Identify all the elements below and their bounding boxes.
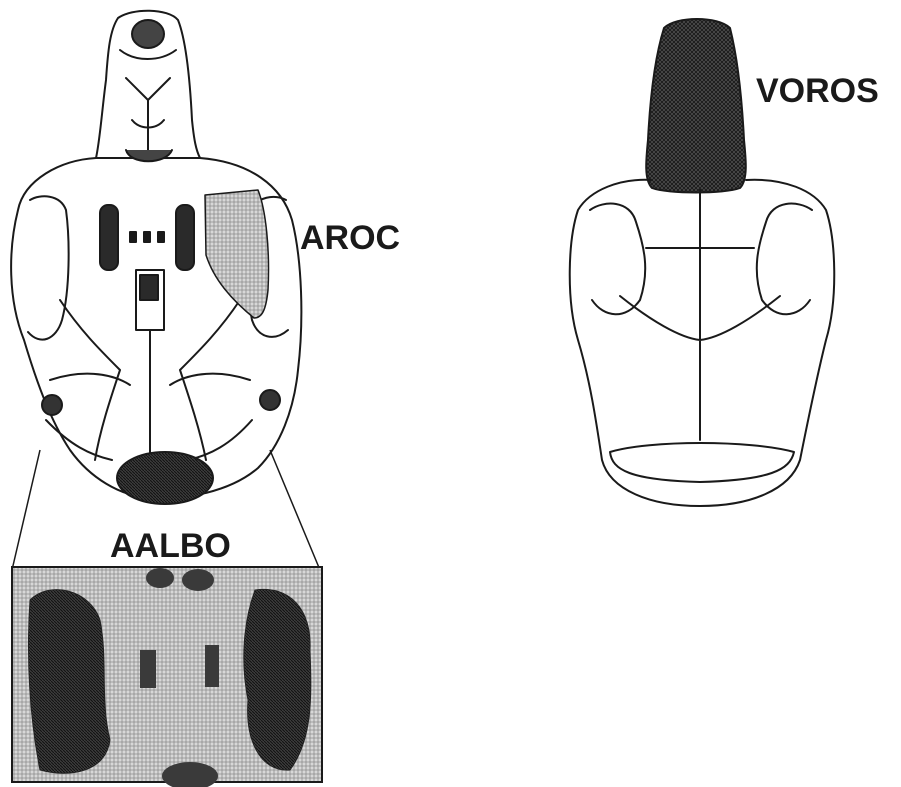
- voros-region: [646, 19, 746, 193]
- dorsal-cranium: [570, 180, 835, 506]
- ventral-skull: [11, 11, 301, 504]
- aroc-region: [205, 190, 269, 318]
- label-aalbo: AALBO: [110, 527, 231, 565]
- label-aroc: AROC: [300, 219, 400, 257]
- label-voros: VOROS: [756, 72, 879, 110]
- aalbo-inset: [12, 567, 322, 787]
- incisor-tip: [132, 20, 164, 48]
- occipital-region: [117, 452, 213, 504]
